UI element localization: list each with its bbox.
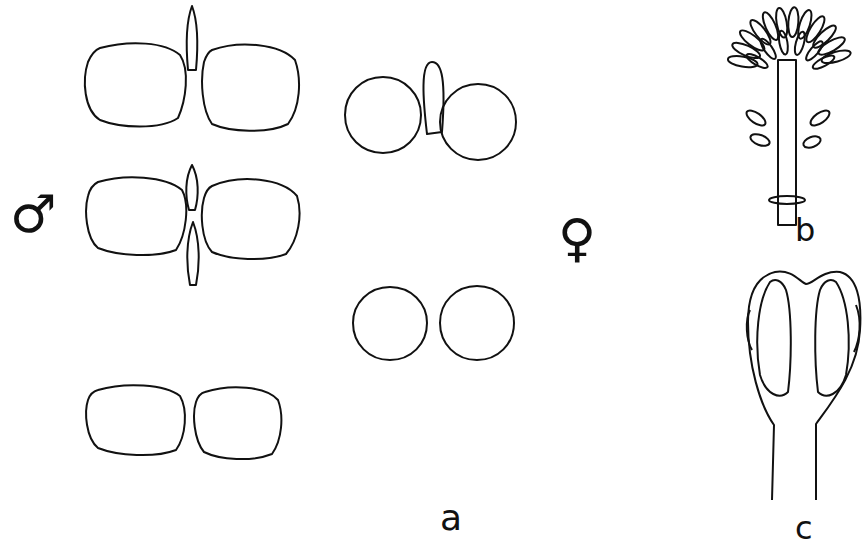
pollinium — [86, 177, 186, 255]
figure-letter: a — [440, 500, 462, 536]
pollinium — [345, 77, 421, 153]
pollinium — [202, 45, 299, 131]
figure-letter: b — [795, 214, 815, 246]
caudicle — [186, 165, 197, 210]
male-symbol: ♂ — [10, 188, 57, 240]
caudicle — [187, 222, 198, 285]
figure-letter: c — [795, 512, 813, 544]
pollinium — [194, 387, 281, 459]
female-symbol: ♀ — [558, 212, 596, 264]
flower-spike — [727, 7, 852, 225]
pollinium — [353, 287, 427, 360]
caudicle — [187, 6, 197, 70]
pollinium — [440, 286, 514, 360]
pollinium — [202, 179, 300, 259]
column-figure — [747, 272, 861, 500]
pollinium — [440, 84, 516, 160]
caudicle — [423, 62, 443, 134]
pollinium — [85, 43, 186, 126]
pollinium — [86, 385, 185, 455]
